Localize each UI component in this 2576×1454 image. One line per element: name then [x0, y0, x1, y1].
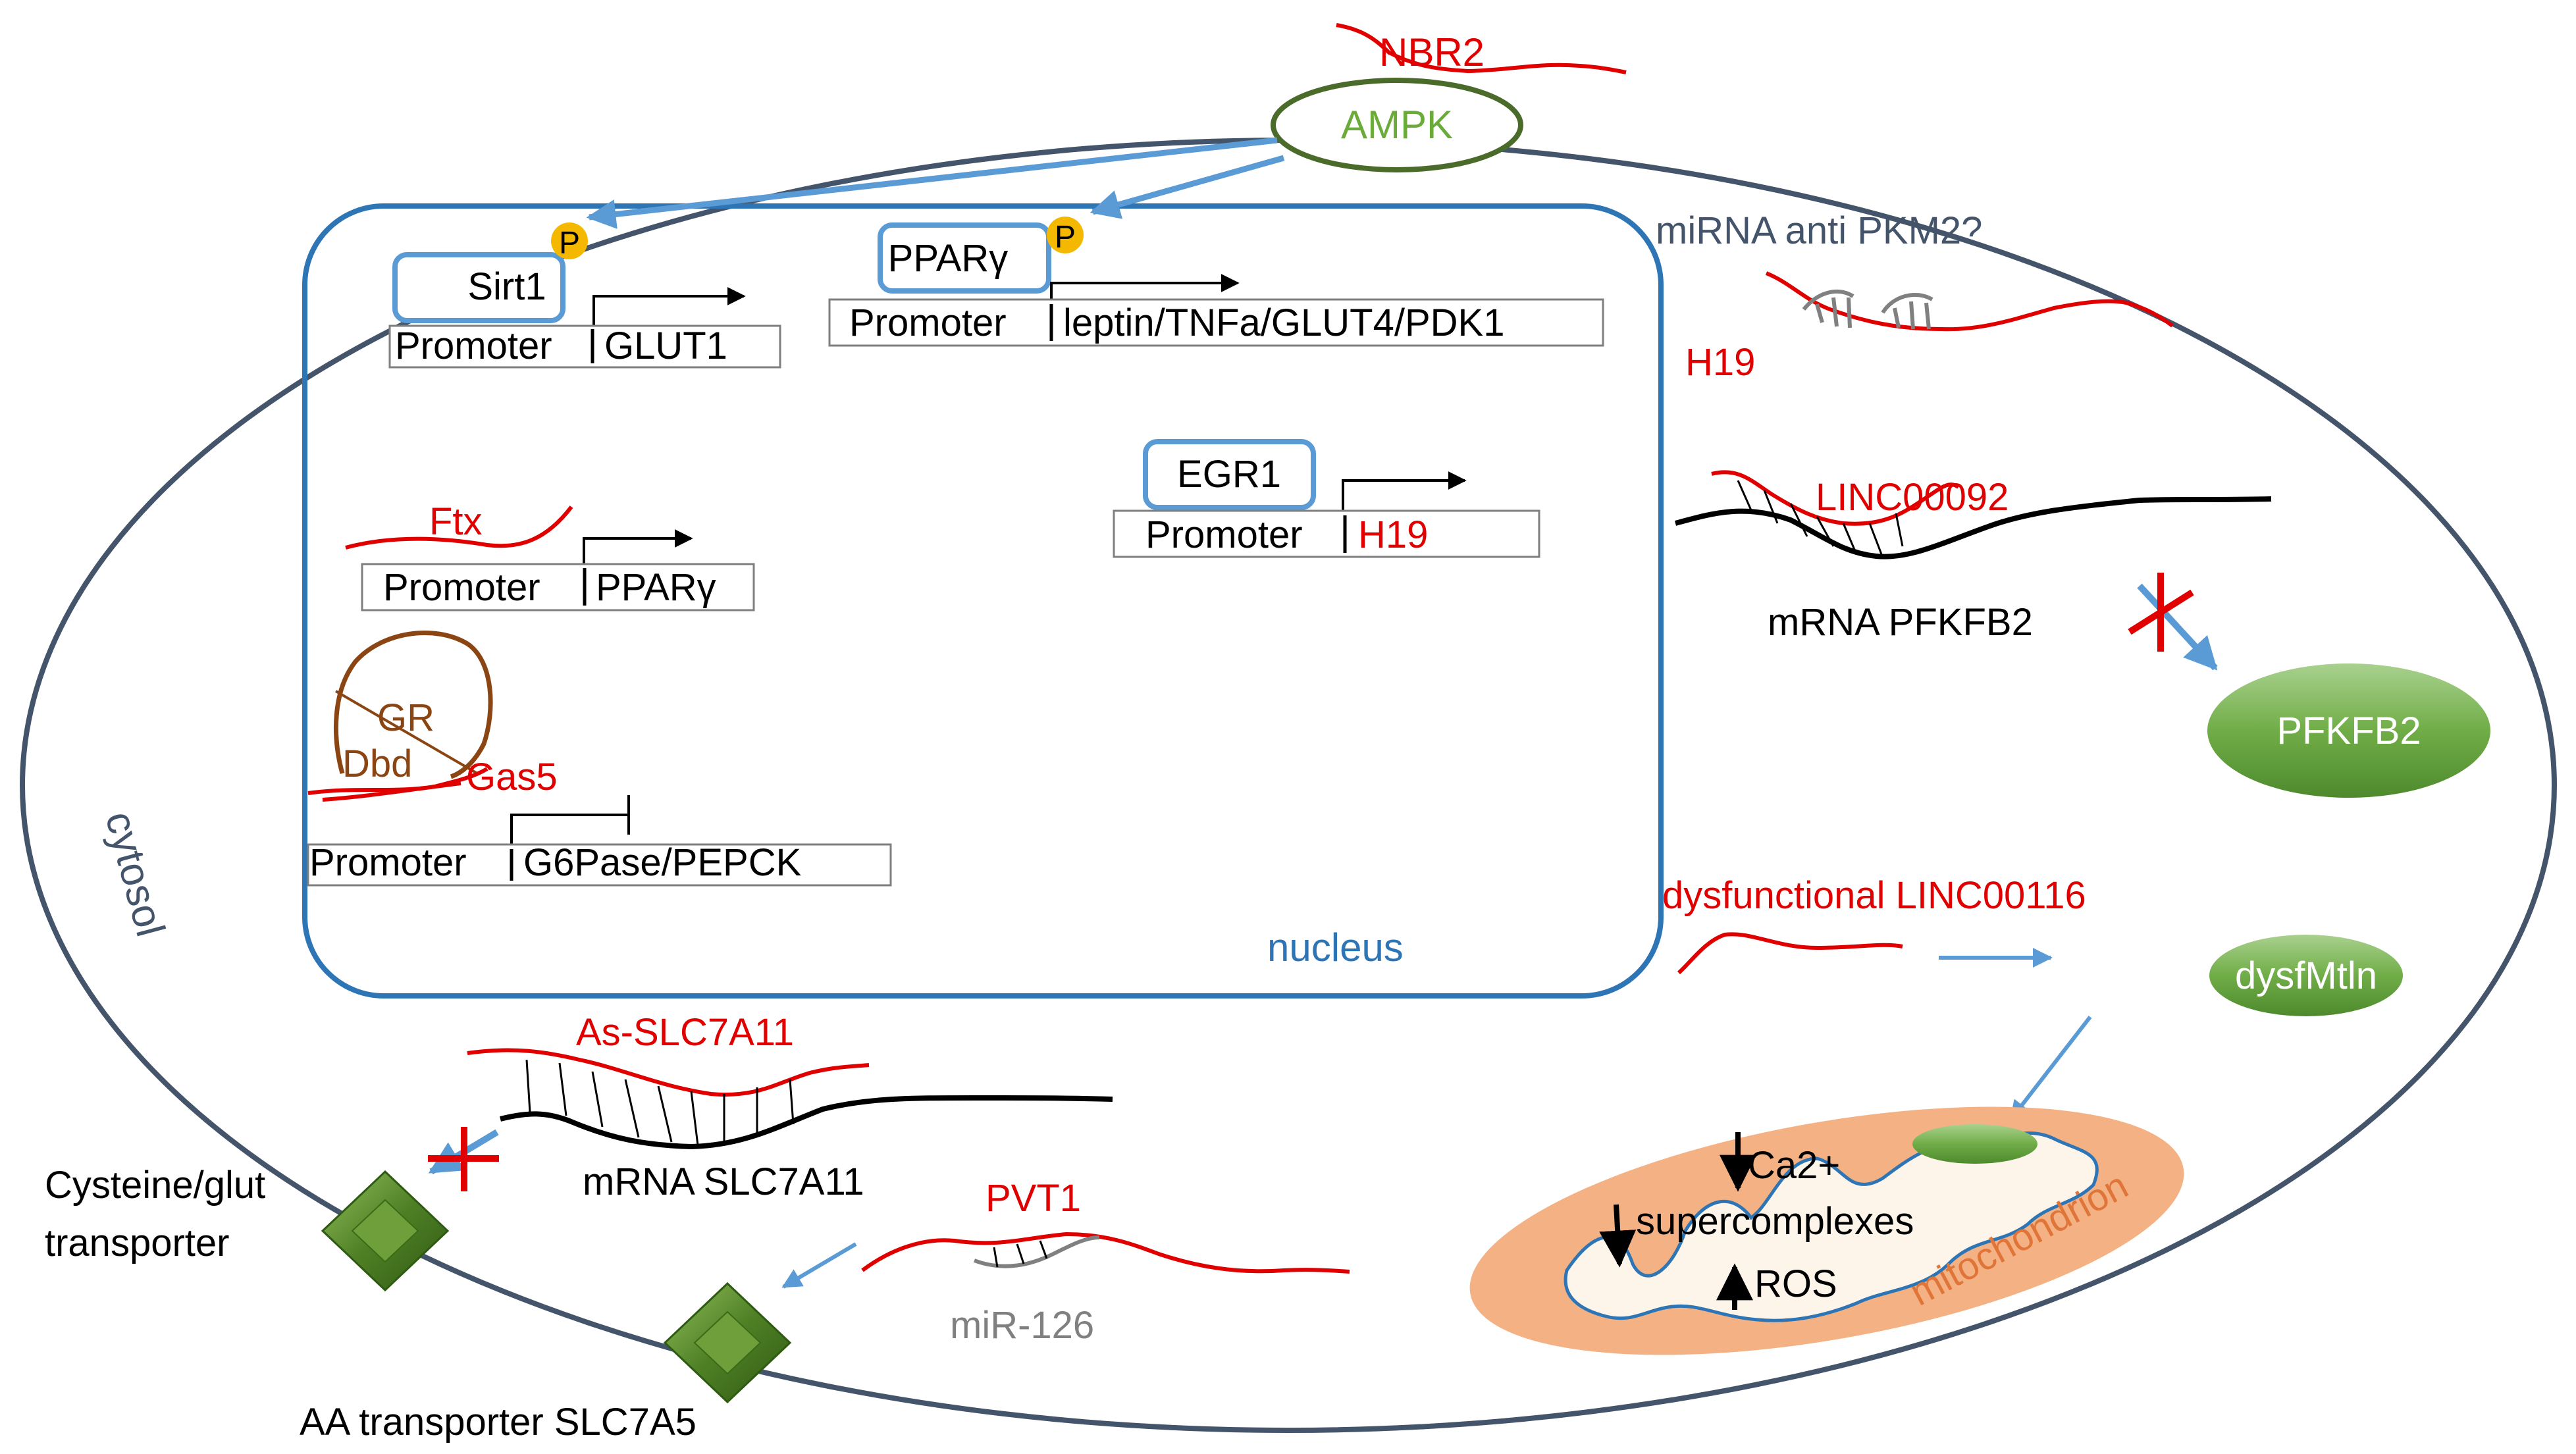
leptin-gene-label: leptin/TNFa/GLUT4/PDK1: [1063, 301, 1504, 344]
ppar-promoter-label: Promoter: [383, 566, 540, 609]
sirt1-phosphate-label: P: [559, 226, 580, 261]
ampk-protein: [1271, 78, 1523, 172]
h19-promoter-box: [1113, 509, 1540, 558]
g6pase-repression: [510, 795, 630, 846]
mitochondrion-cristae: [1564, 1131, 2099, 1322]
dbd-label: Dbd: [342, 742, 412, 785]
egr1-label: EGR1: [1177, 453, 1281, 496]
glut1-gene-label: GLUT1: [604, 325, 727, 367]
linc00116-rna: [1677, 932, 1903, 975]
mrna-slc7a11-label: mRNA SLC7A11: [583, 1160, 864, 1203]
h19-mirna-1: [1802, 289, 1854, 328]
mir126-label: miR-126: [950, 1304, 1094, 1347]
pfkfb2-protein: [2207, 663, 2490, 798]
h19-rna: [1765, 271, 2174, 332]
ppar-label: PPARγ: [888, 237, 1009, 280]
ppar-phosphate-label: P: [1055, 220, 1076, 255]
sirt1-phosphate: [551, 222, 588, 259]
pfkfb2-block-cross: [2128, 573, 2194, 652]
h19-promoter-label: Promoter: [1145, 513, 1303, 556]
glut1-tss-arrow: [592, 287, 746, 329]
g6pase-gene-label: G6Pase/PEPCK: [523, 841, 802, 884]
nbr2-rna: [1336, 23, 1627, 74]
pfkfb2-translation-arrow: [2137, 583, 2218, 671]
ros-label: ROS: [1754, 1262, 1837, 1305]
cysteine-transporter-label-2: transporter: [45, 1222, 229, 1264]
sirt1-label: Sirt1: [467, 265, 546, 308]
gas5-rna: [307, 767, 488, 802]
dysfmtln-protein: [2209, 935, 2403, 1016]
nucleus-label: nucleus: [1267, 925, 1404, 970]
ppar-phosphate: [1047, 217, 1084, 253]
h19-tss-arrow: [1342, 471, 1467, 511]
ppar-protein: [878, 222, 1051, 294]
pvt1-label: PVT1: [986, 1177, 1081, 1220]
nucleus: [302, 203, 1664, 999]
dysfmtln-label: dysfMtln: [2235, 954, 2377, 997]
gr-dbd-divider: [334, 690, 479, 775]
ca-label: Ca2+: [1748, 1144, 1840, 1187]
ppar-promoter-box: [361, 563, 755, 611]
h19-gene-label: H19: [1358, 513, 1428, 556]
g6pase-promoter-label: Promoter: [309, 841, 467, 884]
pvt1-rna: [861, 1232, 1350, 1274]
linc00092-base-pairs: [1737, 480, 1904, 555]
leptin-promoter-label: Promoter: [849, 301, 1007, 344]
mito-membrane-protein: [1912, 1124, 2037, 1164]
glut1-promoter-label: Promoter: [395, 325, 552, 367]
glut1-promoter-box: [388, 325, 781, 369]
mir126-rna: [973, 1235, 1100, 1268]
g6pase-promoter-box: [307, 843, 892, 887]
pvt1-to-transporter-arrow: [781, 1242, 857, 1289]
ppar-gene-tss-arrow: [583, 529, 693, 567]
linc00092-rna: [1711, 470, 1960, 526]
mrna-slc7a11: [500, 1095, 1113, 1150]
as-slc7a11-rna: [467, 1048, 870, 1097]
cytosol-label: cytosol: [96, 807, 173, 941]
supercomplexes-down-arrow: [1599, 1204, 1637, 1268]
linc00116-label: dysfunctional LINC00116: [1662, 874, 2086, 917]
ftx-label: Ftx: [429, 500, 483, 543]
cysteine-transporter-bevel: [351, 1199, 419, 1263]
supercomplexes-label: supercomplexes: [1636, 1200, 1914, 1243]
slc7a11-base-pairs: [525, 1059, 795, 1146]
cysteine-transporter-label-1: Cysteine/glut: [45, 1164, 265, 1207]
as-slc7a11-label: As-SLC7A11: [576, 1011, 794, 1054]
ppar-gene-label: PPARγ: [596, 566, 716, 609]
leptin-tss-arrow: [1050, 274, 1240, 299]
gr-receptor: [334, 631, 493, 779]
linc00092-label: LINC00092: [1816, 476, 2009, 519]
ftx-rna: [345, 506, 573, 550]
slc7a11-block-cross: [428, 1127, 499, 1191]
aa-transporter-label: AA transporter SLC7A5: [300, 1401, 697, 1443]
leptin-promoter-box: [828, 298, 1604, 347]
pvt1-base-pairs: [993, 1240, 1048, 1268]
mrna-pfkfb2-label: mRNA PFKFB2: [1768, 601, 2033, 644]
mirna-question-label: miRNA anti PKM2?: [1656, 209, 1982, 252]
nbr2-label: NBR2: [1379, 30, 1485, 74]
dysfmtln-to-mito-arrow: [2009, 1016, 2092, 1121]
h19-cyto-label: H19: [1685, 341, 1755, 384]
gas5-label: Gas5: [466, 756, 558, 798]
ampk-label: AMPK: [1341, 103, 1453, 147]
mrna-pfkfb2: [1674, 496, 2272, 559]
aa-transporter-bevel: [693, 1311, 762, 1375]
sirt1-protein: [392, 252, 565, 323]
gr-label: GR: [377, 696, 434, 739]
ampk-to-ppar-arrow: [1090, 155, 1285, 219]
pfkfb2-label: PFKFB2: [2276, 710, 2421, 752]
ampk-to-sirt1-arrow: [586, 137, 1278, 229]
egr1-protein: [1143, 439, 1316, 510]
h19-mirna-2: [1881, 292, 1933, 330]
